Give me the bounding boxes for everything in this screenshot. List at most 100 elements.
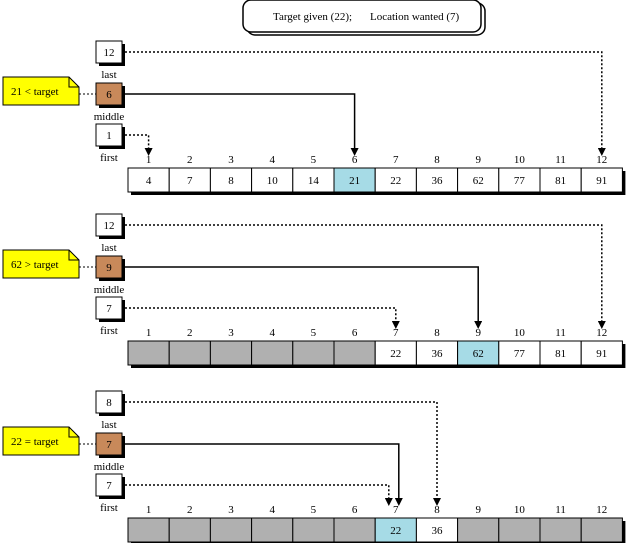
last-pointer-value: 12 xyxy=(104,220,115,232)
last-pointer-box xyxy=(95,40,123,64)
first-pointer-label: first xyxy=(100,502,118,514)
index-label: 3 xyxy=(228,504,234,516)
middle-pointer-label: middle xyxy=(94,284,125,296)
note-fold xyxy=(68,250,79,261)
index-label: 8 xyxy=(434,327,440,339)
array-cell xyxy=(251,517,294,543)
last-pointer-value: 12 xyxy=(104,47,115,59)
array-cell xyxy=(457,167,500,193)
middle-pointer-arrow xyxy=(125,93,359,156)
array-value: 14 xyxy=(308,175,320,187)
comparison-note xyxy=(2,426,80,456)
array-cell xyxy=(457,517,500,543)
index-label: 4 xyxy=(269,154,275,166)
array-value: 91 xyxy=(596,348,607,360)
array-cell xyxy=(374,340,417,366)
index-label: 11 xyxy=(555,504,566,516)
array-value: 10 xyxy=(267,175,279,187)
first-pointer-value: 7 xyxy=(106,480,112,492)
index-label: 3 xyxy=(228,154,234,166)
array-cell xyxy=(168,167,211,193)
last-pointer-box xyxy=(95,390,123,414)
array-value: 36 xyxy=(432,525,444,537)
array-value: 7 xyxy=(187,175,193,187)
array-cell xyxy=(251,340,294,366)
array-cell xyxy=(580,517,623,543)
index-label: 12 xyxy=(596,327,607,339)
array-value: 81 xyxy=(555,175,566,187)
index-label: 7 xyxy=(393,504,399,516)
index-label: 6 xyxy=(352,154,358,166)
array-cell xyxy=(374,167,417,193)
middle-pointer-value: 9 xyxy=(106,262,112,274)
first-pointer-box xyxy=(95,473,123,497)
index-label: 1 xyxy=(146,154,152,166)
comparison-note xyxy=(2,249,80,279)
last-pointer-label: last xyxy=(101,242,116,254)
array-cell xyxy=(209,340,253,366)
index-label: 2 xyxy=(187,504,193,516)
last-pointer-label: last xyxy=(101,419,116,431)
index-label: 3 xyxy=(228,327,234,339)
middle-pointer-value: 6 xyxy=(106,89,112,101)
index-label: 4 xyxy=(269,504,275,516)
array-value: 8 xyxy=(228,175,234,187)
comparison-note xyxy=(2,76,80,106)
array-cell xyxy=(580,340,623,366)
middle-pointer-arrow xyxy=(125,266,483,329)
index-label: 8 xyxy=(434,154,440,166)
array-value: 62 xyxy=(473,175,484,187)
comparison-note-text: 22 = target xyxy=(11,436,59,448)
middle-pointer-box xyxy=(95,255,123,279)
index-label: 9 xyxy=(475,154,481,166)
array-cell xyxy=(127,167,170,193)
array-cell xyxy=(498,517,541,543)
header-target-text: Target given (22); xyxy=(273,11,352,23)
first-pointer-arrow xyxy=(125,307,400,329)
index-label: 9 xyxy=(475,504,481,516)
last-pointer-value: 8 xyxy=(106,397,112,409)
array-cell xyxy=(539,340,582,366)
first-pointer-box xyxy=(95,123,123,147)
index-label: 7 xyxy=(393,154,399,166)
index-label: 7 xyxy=(393,327,399,339)
first-pointer-arrow xyxy=(125,134,153,156)
array-cell xyxy=(333,517,376,543)
middle-pointer-box xyxy=(95,432,123,456)
array-cell xyxy=(209,517,253,543)
first-pointer-box xyxy=(95,296,123,320)
array-value: 62 xyxy=(473,348,484,360)
first-pointer-label: first xyxy=(100,325,118,337)
last-pointer-box xyxy=(95,213,123,237)
array-cell xyxy=(127,517,170,543)
index-label: 12 xyxy=(596,504,607,516)
array-cell xyxy=(168,340,211,366)
index-label: 10 xyxy=(514,327,526,339)
index-label: 11 xyxy=(555,154,566,166)
header-box: Target given (22); Location wanted (7) xyxy=(242,0,486,36)
header-location-text: Location wanted (7) xyxy=(370,11,460,23)
first-pointer-value: 7 xyxy=(106,303,112,315)
middle-pointer-label: middle xyxy=(94,111,125,123)
index-label: 10 xyxy=(514,504,526,516)
index-label: 9 xyxy=(475,327,481,339)
array-value: 22 xyxy=(390,525,401,537)
index-label: 12 xyxy=(596,154,607,166)
array-cell xyxy=(498,167,541,193)
array-cell xyxy=(539,517,582,543)
array-value: 4 xyxy=(146,175,152,187)
array-cell xyxy=(127,340,170,366)
middle-pointer-label: middle xyxy=(94,461,125,473)
first-pointer-label: first xyxy=(100,152,118,164)
note-fold xyxy=(68,427,79,438)
index-label: 11 xyxy=(555,327,566,339)
index-label: 5 xyxy=(311,327,317,339)
index-label: 6 xyxy=(352,327,358,339)
last-pointer-arrow xyxy=(125,224,606,329)
middle-pointer-box xyxy=(95,82,123,106)
last-pointer-arrow xyxy=(125,401,441,506)
array-value: 91 xyxy=(596,175,607,187)
comparison-note-text: 21 < target xyxy=(11,86,59,98)
